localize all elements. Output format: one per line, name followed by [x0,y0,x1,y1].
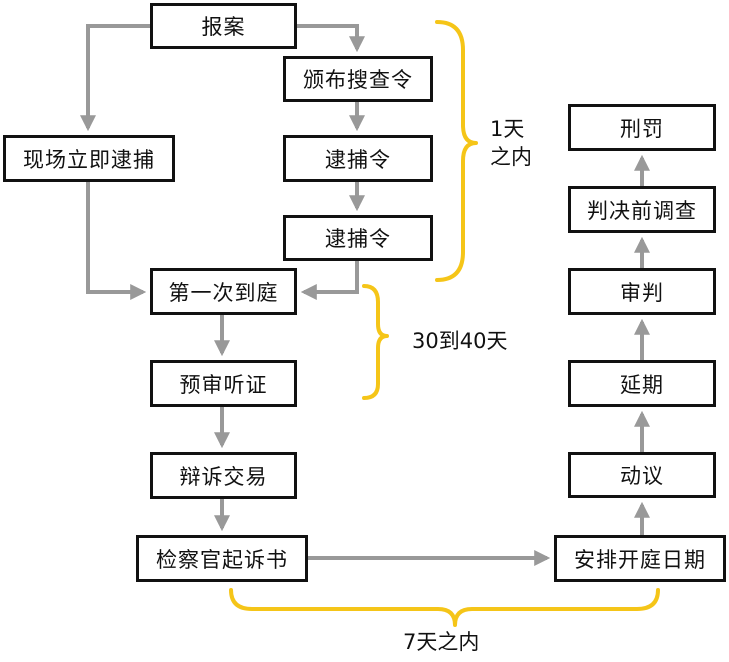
note-one-day-line-2: 之内 [490,145,532,169]
arrest-warrant-box-1: 逮捕令 [283,135,433,182]
motion-box: 动议 [568,452,716,498]
plea-bargain-box: 辩诉交易 [150,452,297,499]
schedule-trial-box: 安排开庭日期 [554,535,726,582]
preliminary-hearing-box: 预审听证 [150,360,297,407]
continuance-box: 延期 [568,360,716,407]
trial-box: 审判 [568,268,716,315]
indictment-box: 检察官起诉书 [136,535,308,582]
arrow-warrant-2-to-first-appearance [300,261,359,300]
note-one-day-line-1: 1天 [490,117,525,141]
arrow-report-to-onsite-arrest [80,24,150,132]
presentence-investigation-box: 判决前调查 [568,186,716,233]
onsite-arrest-box: 现场立即逮捕 [3,135,175,182]
brace-thirty-forty [362,284,389,400]
note-seven-days: 7天之内 [403,630,480,654]
first-appearance-box: 第一次到庭 [150,268,297,315]
arrow-report-to-warrant-issue [297,24,365,53]
brace-seven-day [229,588,660,627]
brace-one-day [435,20,478,282]
sentence-box: 刑罚 [568,104,716,151]
note-one-day: 1天 之内 [490,115,532,171]
warrant-issue-box: 颁布搜查令 [283,56,433,102]
arrest-warrant-box-2: 逮捕令 [283,215,433,261]
note-thirty-to-forty-days: 30到40天 [412,329,508,353]
report-box: 报案 [150,3,297,49]
arrow-onsite-arrest-to-first-appearance [86,182,147,300]
